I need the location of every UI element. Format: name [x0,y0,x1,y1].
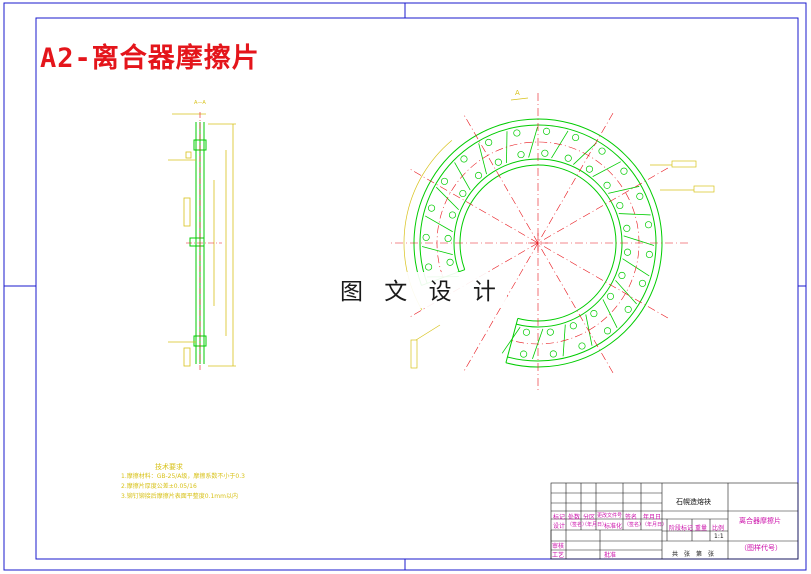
rivet-hole [564,154,572,162]
title-block [550,482,799,560]
tb-sign: 签名 [625,514,638,521]
rivet-hole [616,201,624,210]
rivet-hole [598,147,606,155]
drawing-frame [35,17,799,560]
rivet-hole [542,127,551,135]
segment-groove [501,326,521,354]
tb-design-date: （年月日） [582,522,608,528]
rivet-hole [623,248,632,256]
rivet-hole [585,165,594,173]
segment-groove [618,213,651,216]
rivet-hole [644,221,653,229]
rivet-hole [546,328,554,336]
tb-standard-date: （年月日） [642,522,668,528]
rivet-hole [578,342,586,350]
rivet-hole [572,133,580,142]
tb-zone: 分区 [583,514,596,521]
tb-standard-sign: （签名） [624,522,645,528]
front-view: A [388,89,715,393]
rivet-hole [569,322,577,330]
segment-groove [592,161,621,177]
rivet-hole [636,192,644,200]
technical-notes: 技术要求 1.摩擦材料：GB-25/A级，摩擦系数不小于0.3 2.摩擦片厚度公… [121,462,245,502]
rivet-hole [474,171,483,180]
tb-count: 处数 [568,514,581,521]
rivet-hole [603,181,611,189]
rivet-hole [624,305,632,313]
rivet-hole [513,129,521,137]
rivet-hole [520,350,528,358]
callout-box [410,339,418,369]
tb-check: 审核 [552,543,565,550]
segment-groove [528,126,538,158]
watermark: 图 文 设 计 [338,272,507,308]
ring-arc [453,158,623,328]
rivet-hole [459,189,467,198]
rivet-hole [638,279,647,287]
tb-design: 设计 [553,523,566,530]
tb-date: 年月日 [643,514,662,521]
rivet-hole [606,292,615,300]
rivet-hole [494,158,502,166]
section-view: A—A [168,100,236,370]
tb-design-sign: （签名） [567,522,588,528]
view-arrow-line [510,97,529,101]
note-line: 1.摩擦材料：GB-25/A级，摩擦系数不小于0.3 [121,473,245,480]
rivet-hole [590,310,598,318]
tb-standard: 标准化 [604,523,623,530]
section-label: A—A [194,100,206,106]
rivet-hole [460,155,468,163]
drawing-number: （图样代号） [740,544,782,552]
rivet-hole [645,250,653,259]
centering-marks [4,3,806,570]
rivet-hole [428,204,436,212]
rivet-hole [541,149,549,157]
segment-groove [421,246,453,255]
rivet-hole [603,327,612,335]
rivet-hole [620,167,628,175]
ring-arc [413,118,663,368]
rivet-hole [549,350,557,358]
tb-mark: 标记 [553,514,566,521]
rivet-hole [517,151,525,159]
segment-groove [615,280,637,305]
tb-weight: 重量 [695,525,708,532]
rivet-hole [623,224,631,232]
tb-approve: 批准 [604,552,617,559]
tb-sheets: 共 张 第 张 [672,551,715,558]
rivet-hole [448,211,457,219]
leader-line [415,324,441,341]
tb-stage: 阶段标记 [669,525,694,532]
pitch-circle [436,141,640,345]
part-name: 离合器摩擦片 [739,517,781,525]
tb-ratio: 比例 [712,525,725,532]
rivet-hole [440,177,449,185]
segment-groove [602,299,618,329]
company-name: 石幌造熔袂 [676,498,711,506]
segment-groove [425,215,453,233]
tb-process: 工艺 [552,552,565,559]
rivet-hole [446,258,454,266]
note-line: 2.摩擦片厚度公差±0.05/16 [121,483,197,490]
tb-change-doc: 更改文件号 [597,513,623,519]
notes-heading: 技术要求 [155,463,183,471]
ring-arc [419,124,657,362]
note-line: 3.铆钉铆接后摩擦片表面平整度0.1mm以内 [121,493,238,500]
rivet-hole [422,233,430,241]
ring-arc [459,164,617,322]
rivet-hole [444,234,452,243]
view-label: A [515,89,520,97]
callout-box [671,160,697,168]
ring-cut-edge [505,318,519,363]
sheet-title: A2-离合器摩擦片 [40,43,260,74]
rivet-hole [425,263,433,271]
rivet-hole [522,328,530,336]
callout-box [693,185,715,193]
rivet-hole [618,271,626,279]
tb-scale: 1:1 [714,533,724,540]
rivet-hole [485,138,493,146]
